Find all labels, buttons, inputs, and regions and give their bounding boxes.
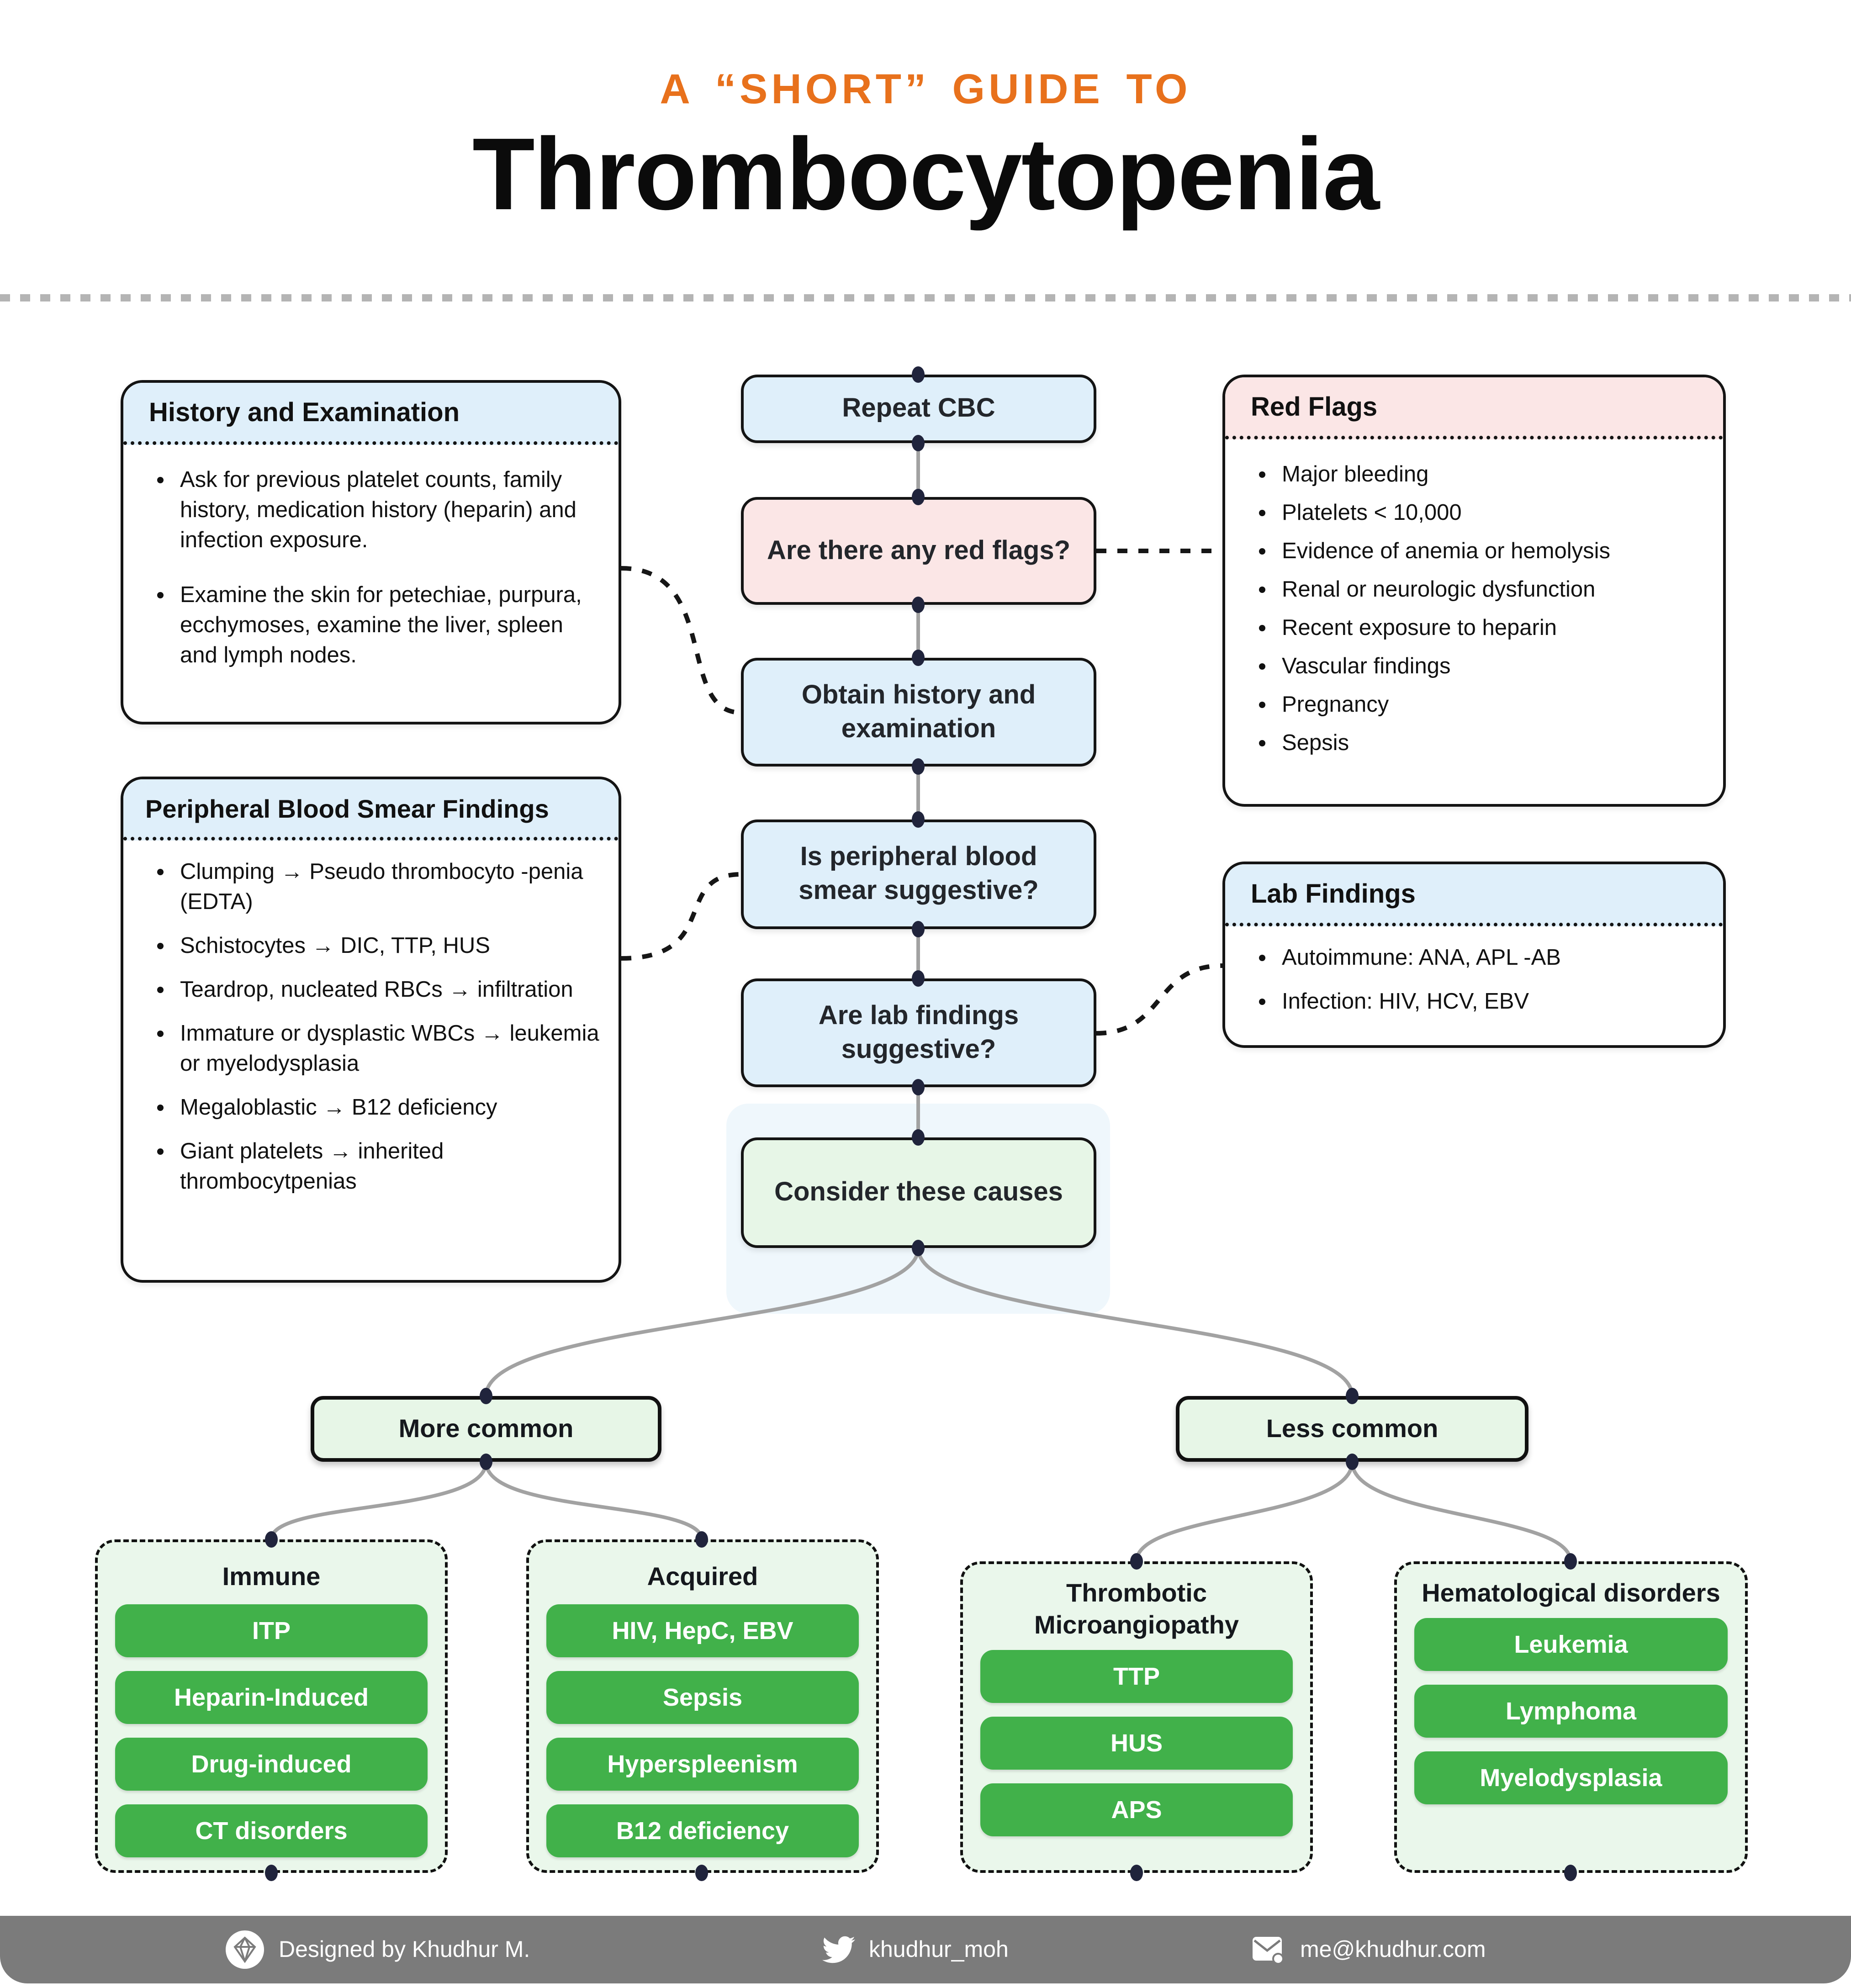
cause-pill: APS (980, 1783, 1293, 1836)
bullet-item: Autoimmune: ANA, APL -AB (1278, 943, 1705, 973)
cause-pill: HUS (980, 1717, 1293, 1770)
branch-more-common: More common (311, 1396, 661, 1462)
footer-email: me@khudhur.com (1250, 1916, 1486, 1983)
flow-node-label: Are there any red flags? (767, 536, 1070, 565)
bullet-item: Vascular findings (1278, 651, 1705, 682)
group-title: Acquired (647, 1562, 758, 1591)
footer-credit-text: Designed by Khudhur M. (279, 1936, 530, 1962)
bullet-item: Clumping → Pseudo thrombocyto -penia (ED… (176, 857, 600, 917)
page-title: Thrombocytopenia (472, 117, 1380, 231)
cause-pill: HIV, HepC, EBV (546, 1604, 859, 1657)
dashed-divider (0, 294, 1851, 301)
bullet-item: Giant platelets → inherited thrombocytpe… (176, 1137, 600, 1197)
group-title: Thrombotic Microangiopathy (1034, 1579, 1239, 1639)
footer-twitter: khudhur_moh (822, 1916, 1009, 1983)
panel-bullet-list: Major bleedingPlatelets < 10,000Evidence… (1225, 460, 1723, 758)
flow-node-smear-question: Is peripheral blood smear suggestive? (741, 820, 1096, 929)
email-icon (1253, 1937, 1284, 1965)
panel-smear-findings: Peripheral Blood Smear Findings Clumping… (121, 777, 621, 1283)
bullet-item: Immature or dysplastic WBCs → leukemia o… (176, 1019, 600, 1079)
branch-label: More common (398, 1414, 574, 1443)
bullet-item: Major bleeding (1278, 460, 1705, 490)
panel-title: Red Flags (1225, 377, 1723, 439)
cause-pill: Hyperspleenism (546, 1738, 859, 1791)
group-title: Immune (222, 1562, 321, 1591)
page-kicker: A “SHORT” GUIDE TO (660, 65, 1191, 112)
panel-bullet-list: Ask for previous platelet counts, family… (123, 465, 619, 671)
flow-node-label: Is peripheral blood smear suggestive? (799, 842, 1039, 905)
flow-node-lab-question: Are lab findings suggestive? (741, 978, 1096, 1087)
masthead: A “SHORT” GUIDE TO Thrombocytopenia (0, 64, 1851, 228)
bullet-item: Renal or neurologic dysfunction (1278, 575, 1705, 605)
cause-pill: Leukemia (1414, 1618, 1728, 1671)
cause-pill: Myelodysplasia (1414, 1751, 1728, 1804)
branch-label: Less common (1266, 1414, 1438, 1443)
panel-bullet-list: Clumping → Pseudo thrombocyto -penia (ED… (123, 857, 619, 1197)
flow-node-consider-causes: Consider these causes (741, 1137, 1096, 1248)
flow-node-label: Repeat CBC (842, 394, 995, 423)
group-thrombotic-microangiopathy: Thrombotic Microangiopathy TTP HUS APS (960, 1561, 1313, 1873)
panel-lab-findings: Lab Findings Autoimmune: ANA, APL -AB Inf… (1222, 862, 1726, 1048)
panel-red-flags: Red Flags Major bleedingPlatelets < 10,0… (1222, 375, 1726, 807)
panel-title: History and Examination (123, 383, 619, 445)
panel-title: Peripheral Blood Smear Findings (123, 779, 619, 841)
pill-list: TTP HUS APS (978, 1650, 1296, 1836)
panel-bullet-list: Autoimmune: ANA, APL -AB Infection: HIV, … (1225, 943, 1723, 1017)
flow-node-label: Are lab findings suggestive? (818, 1001, 1019, 1064)
bullet-item: Evidence of anemia or hemolysis (1278, 536, 1705, 566)
branch-less-common: Less common (1176, 1396, 1528, 1462)
flow-node-label: Consider these causes (774, 1178, 1063, 1207)
bullet-item: Recent exposure to heparin (1278, 613, 1705, 643)
bullet-item: Pregnancy (1278, 690, 1705, 720)
cause-pill: Sepsis (546, 1671, 859, 1724)
bullet-item: Teardrop, nucleated RBCs → infiltration (176, 975, 600, 1005)
cause-pill: Drug-induced (115, 1738, 428, 1791)
twitter-icon (822, 1936, 855, 1963)
panel-title: Lab Findings (1225, 864, 1723, 926)
cause-pill: Lymphoma (1414, 1685, 1728, 1738)
bullet-item: Ask for previous platelet counts, family… (176, 465, 600, 555)
flow-node-repeat-cbc: Repeat CBC (741, 375, 1096, 443)
footer-email-text: me@khudhur.com (1300, 1936, 1486, 1962)
cause-pill: Heparin-Induced (115, 1671, 428, 1724)
cause-pill: CT disorders (115, 1804, 428, 1857)
group-title: Hematological disorders (1422, 1579, 1720, 1607)
bullet-item: Examine the skin for petechiae, purpura,… (176, 580, 600, 671)
cause-pill: ITP (115, 1604, 428, 1657)
flow-node-obtain-history: Obtain history and examination (741, 658, 1096, 767)
footer-bar: Designed by Khudhur M. khudhur_moh me@kh… (0, 1916, 1851, 1983)
bullet-item: Sepsis (1278, 728, 1705, 758)
footer-credit: Designed by Khudhur M. (225, 1916, 530, 1983)
dashed-connectors (621, 549, 1223, 1036)
footer-twitter-handle: khudhur_moh (869, 1936, 1009, 1962)
panel-history-examination: History and Examination Ask for previous… (121, 380, 621, 724)
bullet-item: Megaloblastic → B12 deficiency (176, 1093, 600, 1123)
bullet-item: Platelets < 10,000 (1278, 498, 1705, 528)
designer-logo-icon (226, 1930, 264, 1969)
cause-pill: B12 deficiency (546, 1804, 859, 1857)
bullet-item: Infection: HIV, HCV, EBV (1278, 987, 1705, 1017)
flow-node-label: Obtain history and examination (801, 680, 1036, 743)
flow-node-red-flags-question: Are there any red flags? (741, 497, 1096, 605)
cause-pill: TTP (980, 1650, 1293, 1703)
bullet-item: Schistocytes → DIC, TTP, HUS (176, 931, 600, 961)
